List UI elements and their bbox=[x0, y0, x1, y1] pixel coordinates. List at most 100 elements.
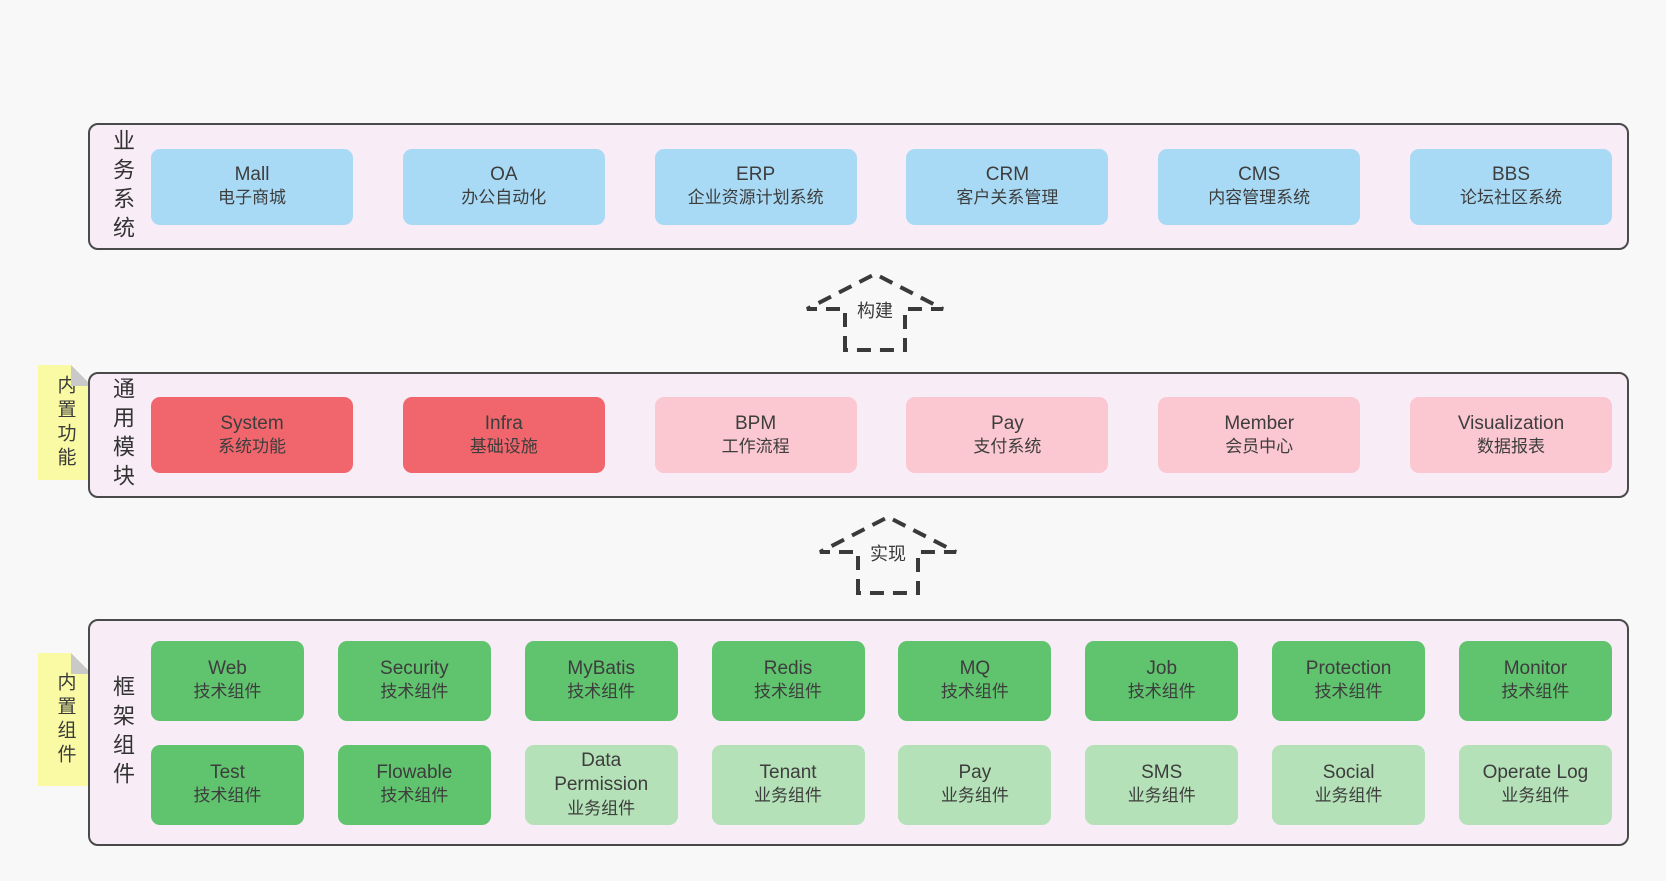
box-subtitle: 技术组件 bbox=[754, 682, 823, 702]
box-subtitle: 客户关系管理 bbox=[956, 188, 1059, 208]
box-subtitle: 工作流程 bbox=[721, 436, 790, 456]
box-mq: MQ 技术组件 bbox=[898, 640, 1052, 721]
arrow-implement: 实现 bbox=[818, 515, 958, 595]
box-title: Flowable bbox=[376, 762, 453, 784]
box-row: Test 技术组件 Flowable 技术组件 Data Permission … bbox=[151, 744, 1612, 825]
box-subtitle: 技术组件 bbox=[940, 682, 1009, 702]
band-body: System 系统功能 Infra 基础设施 BPM 工作流程 Pay 支付系统… bbox=[151, 374, 1612, 496]
box-subtitle: 系统功能 bbox=[218, 436, 286, 456]
box-title: SMS bbox=[1141, 762, 1183, 784]
box-subtitle: 技术组件 bbox=[380, 682, 449, 702]
sticky-label: 内置组件 bbox=[54, 671, 76, 768]
box-row: Web 技术组件 Security 技术组件 MyBatis 技术组件 Redi… bbox=[151, 640, 1612, 721]
box-member: Member 会员中心 bbox=[1158, 397, 1361, 473]
box-title: BPM bbox=[735, 412, 777, 434]
box-pay-component: Pay 业务组件 bbox=[898, 744, 1052, 825]
box-subtitle: 支付系统 bbox=[973, 436, 1042, 456]
box-subtitle: 业务组件 bbox=[940, 786, 1009, 806]
box-title: MyBatis bbox=[567, 658, 635, 680]
box-title: ERP bbox=[736, 164, 776, 186]
box-subtitle: 业务组件 bbox=[1501, 786, 1570, 806]
sticky-label: 内置功能 bbox=[54, 374, 76, 471]
box-web: Web 技术组件 bbox=[151, 640, 304, 721]
box-flowable: Flowable 技术组件 bbox=[337, 744, 491, 825]
box-bbs: BBS 论坛社区系统 bbox=[1409, 148, 1612, 225]
box-crm: CRM 客户关系管理 bbox=[906, 148, 1109, 225]
box-title: System bbox=[220, 412, 284, 434]
box-subtitle: 业务组件 bbox=[1127, 786, 1196, 806]
box-subtitle: 技术组件 bbox=[193, 682, 262, 702]
box-mall: Mall 电子商城 bbox=[151, 148, 353, 225]
band-common-modules: 通用模块 System 系统功能 Infra 基础设施 BPM 工作流程 Pay… bbox=[88, 372, 1629, 498]
box-bpm: BPM 工作流程 bbox=[654, 397, 857, 473]
box-title: CMS bbox=[1238, 164, 1281, 186]
box-subtitle: 数据报表 bbox=[1476, 436, 1545, 456]
box-subtitle: 内容管理系统 bbox=[1208, 188, 1311, 208]
box-title: Redis bbox=[763, 658, 813, 680]
box-title: Visualization bbox=[1457, 412, 1565, 434]
box-title: Mall bbox=[234, 164, 270, 186]
box-subtitle: 技术组件 bbox=[193, 786, 262, 806]
box-title: Monitor bbox=[1503, 658, 1568, 680]
box-subtitle: 企业资源计划系统 bbox=[687, 188, 824, 208]
box-title: Pay bbox=[991, 412, 1024, 434]
box-subtitle: 业务组件 bbox=[567, 798, 636, 818]
band-business-systems: 业务系统 Mall 电子商城 OA 办公自动化 ERP 企业资源计划系统 CRM… bbox=[88, 123, 1629, 250]
box-tenant: Tenant 业务组件 bbox=[711, 744, 865, 825]
box-title: Member bbox=[1224, 412, 1295, 434]
box-subtitle: 技术组件 bbox=[1127, 682, 1196, 702]
box-title: Job bbox=[1146, 658, 1178, 680]
box-title: Operate Log bbox=[1482, 762, 1589, 784]
box-data-permission: Data Permission 业务组件 bbox=[524, 744, 678, 825]
box-title: OA bbox=[490, 164, 518, 186]
box-subtitle: 技术组件 bbox=[567, 682, 636, 702]
band-body: Web 技术组件 Security 技术组件 MyBatis 技术组件 Redi… bbox=[151, 621, 1612, 844]
box-title: Pay bbox=[958, 762, 992, 784]
box-redis: Redis 技术组件 bbox=[711, 640, 865, 721]
box-subtitle: 技术组件 bbox=[380, 786, 449, 806]
box-mybatis: MyBatis 技术组件 bbox=[524, 640, 678, 721]
band-framework-components: 框架组件 Web 技术组件 Security 技术组件 MyBatis 技术组件… bbox=[88, 619, 1629, 846]
box-pay-system: Pay 支付系统 bbox=[906, 397, 1109, 473]
box-subtitle: 业务组件 bbox=[1314, 786, 1383, 806]
box-sms: SMS 业务组件 bbox=[1085, 744, 1239, 825]
box-oa: OA 办公自动化 bbox=[402, 148, 605, 225]
box-subtitle: 电子商城 bbox=[218, 188, 286, 208]
box-row: Mall 电子商城 OA 办公自动化 ERP 企业资源计划系统 CRM 客户关系… bbox=[151, 148, 1612, 225]
box-security: Security 技术组件 bbox=[337, 640, 491, 721]
box-subtitle: 基础设施 bbox=[469, 436, 538, 456]
box-title: BBS bbox=[1491, 164, 1530, 186]
box-erp: ERP 企业资源计划系统 bbox=[654, 148, 857, 225]
box-protection: Protection 技术组件 bbox=[1272, 640, 1426, 721]
sticky-built-in-features: 内置功能 bbox=[38, 365, 92, 480]
box-title: Protection bbox=[1305, 658, 1392, 680]
box-row: System 系统功能 Infra 基础设施 BPM 工作流程 Pay 支付系统… bbox=[151, 397, 1612, 473]
dashed-up-arrow-icon bbox=[806, 272, 944, 352]
box-test: Test 技术组件 bbox=[151, 744, 304, 825]
arrow-label: 构建 bbox=[853, 296, 897, 324]
box-visualization: Visualization 数据报表 bbox=[1409, 397, 1612, 473]
box-title: Security bbox=[380, 658, 449, 680]
box-operate-log: Operate Log 业务组件 bbox=[1458, 744, 1612, 825]
band-body: Mall 电子商城 OA 办公自动化 ERP 企业资源计划系统 CRM 客户关系… bbox=[151, 125, 1612, 248]
box-job: Job 技术组件 bbox=[1085, 640, 1239, 721]
box-infra: Infra 基础设施 bbox=[402, 397, 605, 473]
box-title: Data Permission bbox=[554, 749, 649, 796]
box-subtitle: 业务组件 bbox=[754, 786, 823, 806]
box-title: CRM bbox=[985, 164, 1030, 186]
box-title: Web bbox=[208, 658, 247, 680]
box-system: System 系统功能 bbox=[151, 397, 353, 473]
arrow-build: 构建 bbox=[805, 272, 945, 352]
arrow-label: 实现 bbox=[866, 539, 910, 567]
band-label-common-modules: 通用模块 bbox=[110, 377, 135, 493]
box-subtitle: 技术组件 bbox=[1314, 682, 1383, 702]
box-title: Infra bbox=[484, 412, 523, 434]
box-social: Social 业务组件 bbox=[1272, 744, 1426, 825]
box-title: Test bbox=[210, 762, 245, 784]
box-title: Tenant bbox=[759, 762, 817, 784]
box-title: MQ bbox=[959, 658, 991, 680]
box-title: Social bbox=[1322, 762, 1375, 784]
box-subtitle: 论坛社区系统 bbox=[1459, 188, 1562, 208]
box-subtitle: 会员中心 bbox=[1225, 436, 1294, 456]
